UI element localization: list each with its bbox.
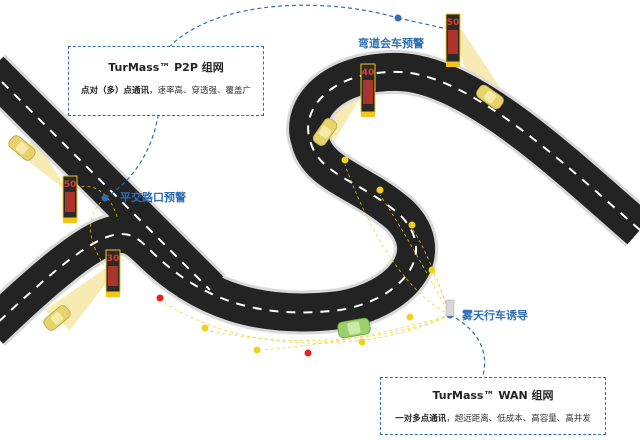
fog-guidance-label: 雾天行车诱导	[462, 309, 528, 322]
car-icon	[43, 305, 71, 331]
lane-markings	[0, 70, 640, 322]
sensor-nodes	[101, 14, 454, 357]
car-icon	[312, 118, 338, 146]
sign-speed-text: 50	[447, 18, 460, 28]
sign-speed-text: 30	[107, 254, 120, 264]
warning-sign-left: 50	[62, 175, 78, 223]
car-icon	[8, 135, 36, 161]
wan-desc-highlight: 一对多点通讯	[395, 414, 447, 424]
p2p-title: TurMass™ P2P 组网	[108, 61, 224, 74]
wan-description: 一对多点通讯，超远距离、低成本、高容量、高并发	[381, 412, 605, 424]
curve-warning-label: 弯道会车预警	[358, 37, 424, 50]
wan-network-box: TurMass™ WAN 组网 一对多点通讯，超远距离、低成本、高容量、高并发	[380, 377, 606, 435]
wan-title: TurMass™ WAN 组网	[432, 389, 554, 402]
gateway-antenna-icon	[445, 299, 455, 317]
p2p-description: 点对（多）点通讯，速率高、穿透强、覆盖广	[69, 84, 263, 96]
p2p-desc-rest: ，速率高、穿透强、覆盖广	[149, 86, 252, 96]
warning-sign-curve: 40	[360, 63, 376, 117]
p2p-network-box: TurMass™ P2P 组网 点对（多）点通讯，速率高、穿透强、覆盖广	[68, 46, 264, 116]
sign-speed-text: 40	[362, 68, 375, 78]
car-icon	[337, 317, 371, 339]
p2p-desc-highlight: 点对（多）点通讯	[80, 86, 149, 96]
warning-sign-top-right: 50	[445, 13, 461, 67]
wan-desc-rest: ，超远距离、低成本、高容量、高并发	[446, 414, 591, 424]
car-icon	[476, 84, 504, 110]
warning-sign-lower-left: 30	[105, 249, 121, 297]
sign-speed-text: 50	[64, 180, 77, 190]
crossing-warning-label: 平交路口预警	[120, 191, 186, 204]
